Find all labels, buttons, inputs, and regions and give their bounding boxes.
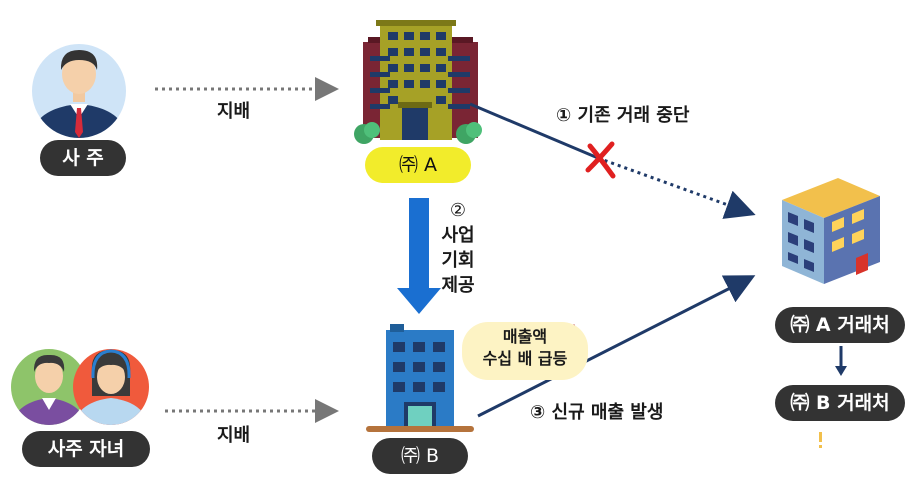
client-building-icon xyxy=(782,178,880,284)
sales-note-line-2: 수십 배 급등 xyxy=(482,349,568,368)
client-a-to-b-arrow xyxy=(835,346,847,376)
owner-avatar-icon xyxy=(32,44,126,138)
children-control-label: 지배 xyxy=(217,425,251,446)
daughter-avatar-icon xyxy=(73,349,149,425)
company-a-label: ㈜ A xyxy=(365,147,471,183)
client-a-label: ㈜ A 거래처 xyxy=(775,307,905,343)
step2-blue-arrow xyxy=(397,198,441,314)
owner-control-label: 지배 xyxy=(217,101,251,122)
owner-label: 사 주 xyxy=(40,140,126,176)
step2-line-3: 제공 xyxy=(441,275,475,296)
step1-dotted-arrow xyxy=(597,156,756,219)
red-x-icon xyxy=(585,141,616,179)
step1-solid-line xyxy=(469,102,599,160)
step2-line-2: 기회 xyxy=(441,250,475,271)
sales-note-line-1: 매출액 xyxy=(502,327,548,346)
sales-note-bubble: 매출액 수십 배 급등 xyxy=(462,322,588,380)
step1-label: ① 기존 거래 중단 xyxy=(556,105,690,126)
step2-label: ② 사업 기회 제공 xyxy=(440,198,476,298)
step2-line-1: 사업 xyxy=(441,225,475,246)
step3-label: ③ 신규 매출 발생 xyxy=(530,402,664,423)
step3-arrow xyxy=(477,275,756,418)
exclamation-mark-icon xyxy=(819,432,822,448)
step2-number: ② xyxy=(449,200,467,221)
children-label: 사주 자녀 xyxy=(22,431,150,467)
company-b-label: ㈜ B xyxy=(372,438,468,474)
client-b-label: ㈜ B 거래처 xyxy=(775,385,905,421)
company-b-building-icon xyxy=(366,324,474,432)
company-a-building-icon xyxy=(354,20,482,144)
